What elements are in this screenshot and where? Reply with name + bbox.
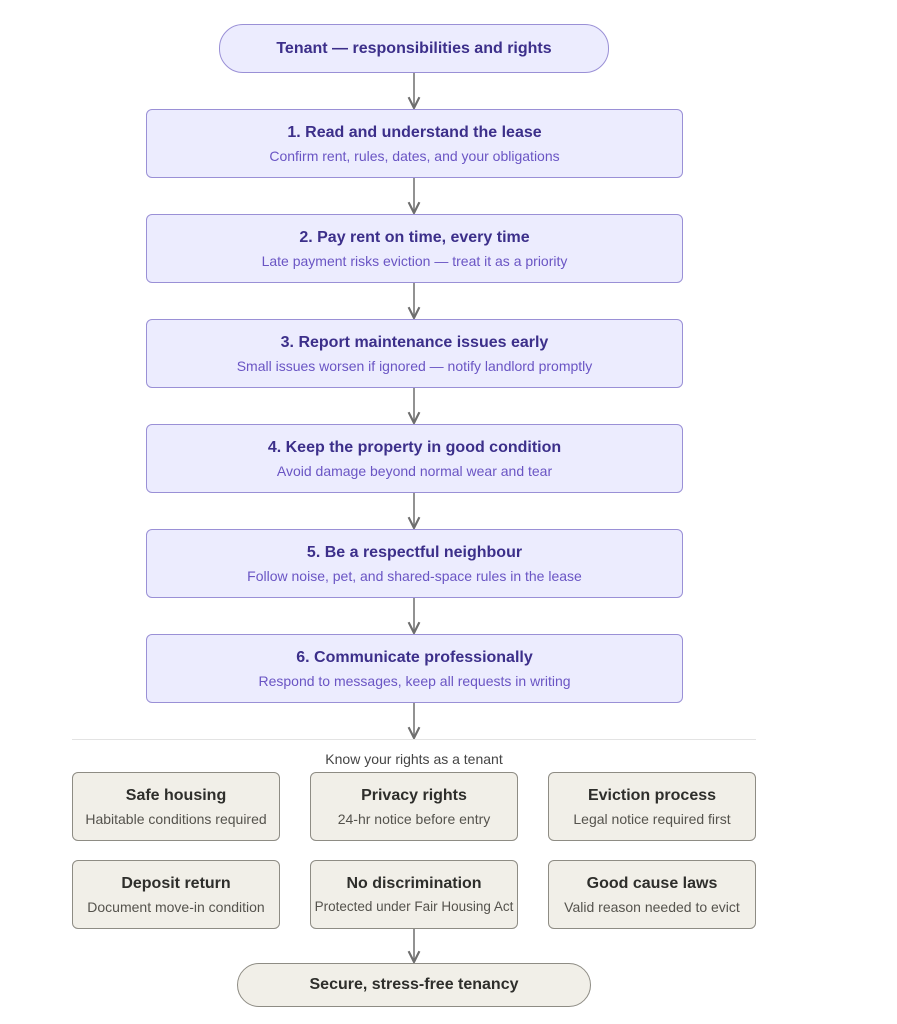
step-4-subtitle: Avoid damage beyond normal wear and tear — [276, 462, 553, 479]
rights-discrimination-subtitle: Protected under Fair Housing Act — [314, 898, 514, 914]
rights-group-label: Know your rights as a tenant — [325, 751, 503, 767]
step-4-title: 4. Keep the property in good condition — [267, 438, 562, 456]
step-2-node: 2. Pay rent on time, every time Late pay… — [146, 214, 683, 283]
rights-deposit-subtitle: Document move-in condition — [87, 898, 265, 915]
step-5-subtitle: Follow noise, pet, and shared-space rule… — [247, 567, 582, 584]
step-6-title: 6. Communicate professionally — [296, 648, 533, 666]
rights-deposit-title: Deposit return — [121, 874, 231, 892]
rights-group-divider — [72, 739, 756, 740]
step-3-node: 3. Report maintenance issues early Small… — [146, 319, 683, 388]
step-5-node: 5. Be a respectful neighbour Follow nois… — [146, 529, 683, 598]
rights-discrimination-node: No discrimination Protected under Fair H… — [310, 860, 518, 929]
rights-privacy-subtitle: 24-hr notice before entry — [337, 810, 491, 827]
end-node: Secure, stress-free tenancy — [237, 963, 591, 1007]
rights-safe-housing-subtitle: Habitable conditions required — [85, 810, 267, 827]
step-3-subtitle: Small issues worsen if ignored — notify … — [236, 357, 593, 374]
step-4-node: 4. Keep the property in good condition A… — [146, 424, 683, 493]
step-2-subtitle: Late payment risks eviction — treat it a… — [261, 252, 568, 269]
rights-good-cause-subtitle: Valid reason needed to evict — [564, 898, 740, 915]
rights-safe-housing-title: Safe housing — [125, 786, 227, 804]
step-3-title: 3. Report maintenance issues early — [280, 333, 549, 351]
step-1-subtitle: Confirm rent, rules, dates, and your obl… — [269, 147, 560, 164]
step-1-title: 1. Read and understand the lease — [287, 123, 542, 141]
step-6-subtitle: Respond to messages, keep all requests i… — [258, 672, 571, 689]
step-6-node: 6. Communicate professionally Respond to… — [146, 634, 683, 703]
rights-good-cause-title: Good cause laws — [586, 874, 718, 892]
step-5-title: 5. Be a respectful neighbour — [306, 543, 523, 561]
rights-privacy-node: Privacy rights 24-hr notice before entry — [310, 772, 518, 841]
start-node: Tenant — responsibilities and rights — [219, 24, 609, 73]
step-2-title: 2. Pay rent on time, every time — [299, 228, 530, 246]
rights-discrimination-title: No discrimination — [346, 874, 482, 892]
start-label: Tenant — responsibilities and rights — [276, 39, 552, 57]
rights-deposit-node: Deposit return Document move-in conditio… — [72, 860, 280, 929]
rights-eviction-node: Eviction process Legal notice required f… — [548, 772, 756, 841]
step-1-node: 1. Read and understand the lease Confirm… — [146, 109, 683, 178]
end-label: Secure, stress-free tenancy — [309, 976, 519, 993]
rights-privacy-title: Privacy rights — [361, 786, 467, 804]
rights-good-cause-node: Good cause laws Valid reason needed to e… — [548, 860, 756, 929]
rights-safe-housing-node: Safe housing Habitable conditions requir… — [72, 772, 280, 841]
rights-eviction-subtitle: Legal notice required first — [573, 810, 731, 827]
rights-eviction-title: Eviction process — [587, 786, 717, 804]
